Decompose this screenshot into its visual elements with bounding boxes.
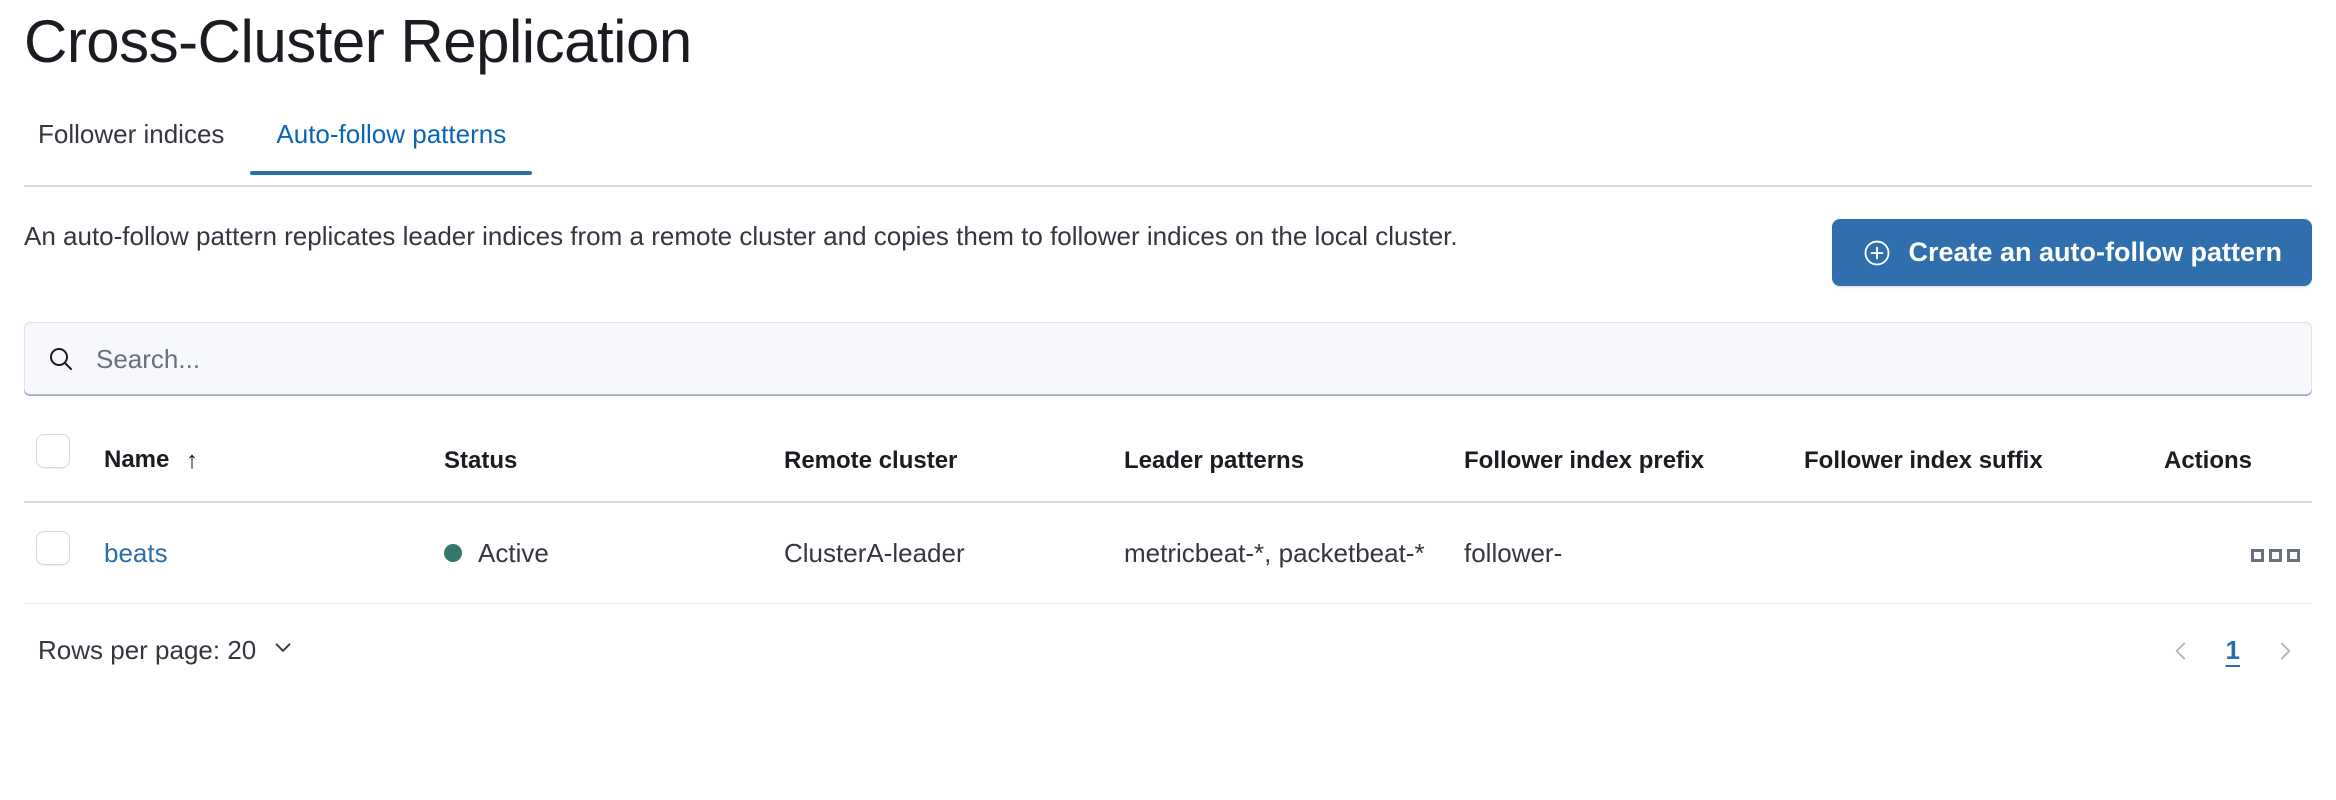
- column-header-status[interactable]: Status: [432, 424, 772, 504]
- ellipsis-actions-icon[interactable]: [2251, 544, 2300, 566]
- pagination-page-1[interactable]: 1: [2225, 635, 2240, 666]
- sort-ascending-icon: ↑: [186, 447, 199, 475]
- create-auto-follow-pattern-button[interactable]: Create an auto-follow pattern: [1832, 219, 2312, 287]
- tab-auto-follow-patterns[interactable]: Auto-follow patterns: [250, 109, 533, 176]
- select-all-checkbox[interactable]: [36, 434, 70, 469]
- row-select-checkbox[interactable]: [36, 531, 70, 566]
- cell-name: beats: [92, 502, 432, 605]
- column-header-follower-index-prefix[interactable]: Follower index prefix: [1452, 424, 1792, 504]
- column-header-remote-cluster[interactable]: Remote cluster: [772, 424, 1112, 504]
- pattern-name-link[interactable]: beats: [104, 537, 168, 568]
- tab-bar: Follower indices Auto-follow patterns: [24, 109, 2312, 188]
- column-header-name[interactable]: Name ↑: [92, 424, 432, 504]
- chevron-left-icon[interactable]: [2168, 638, 2194, 664]
- status-dot-icon: [444, 544, 462, 563]
- status-badge: Active: [478, 537, 549, 568]
- cell-follower-index-prefix: follower-: [1452, 502, 1792, 605]
- cell-leader-patterns: metricbeat-*, packetbeat-*: [1112, 502, 1452, 605]
- page-description: An auto-follow pattern replicates leader…: [24, 221, 1458, 252]
- search-icon: [46, 344, 76, 374]
- column-header-leader-patterns[interactable]: Leader patterns: [1112, 424, 1452, 504]
- pagination: 1: [2168, 635, 2298, 666]
- search-input[interactable]: [94, 322, 2290, 397]
- search-bar[interactable]: [24, 322, 2312, 397]
- column-header-follower-index-suffix[interactable]: Follower index suffix: [1792, 424, 2152, 504]
- chevron-right-icon[interactable]: [2272, 638, 2298, 664]
- row-select-cell: [24, 502, 92, 605]
- rows-per-page-selector[interactable]: Rows per page: 20: [38, 634, 296, 667]
- table-footer: Rows per page: 20 1: [24, 634, 2312, 667]
- plus-in-circle-icon: [1862, 238, 1892, 268]
- cell-status: Active: [432, 502, 772, 605]
- table-row: beats Active ClusterA-leader metricbeat-…: [24, 502, 2312, 605]
- table-header-row: Name ↑ Status Remote cluster Leader patt…: [24, 424, 2312, 504]
- cell-actions: [2152, 502, 2312, 605]
- select-all-header: [24, 424, 92, 504]
- rows-per-page-label: Rows per page: 20: [38, 635, 257, 666]
- cell-remote-cluster: ClusterA-leader: [772, 502, 1112, 605]
- auto-follow-patterns-table: Name ↑ Status Remote cluster Leader patt…: [24, 424, 2312, 605]
- chevron-down-icon: [270, 634, 296, 667]
- column-header-actions: Actions: [2152, 424, 2312, 504]
- column-header-name-label: Name: [104, 446, 170, 474]
- description-row: An auto-follow pattern replicates leader…: [24, 217, 2312, 287]
- page-title: Cross-Cluster Replication: [24, 8, 692, 75]
- tab-follower-indices[interactable]: Follower indices: [38, 119, 225, 150]
- create-button-label: Create an auto-follow pattern: [1908, 237, 2282, 268]
- cell-follower-index-suffix: [1792, 502, 2152, 605]
